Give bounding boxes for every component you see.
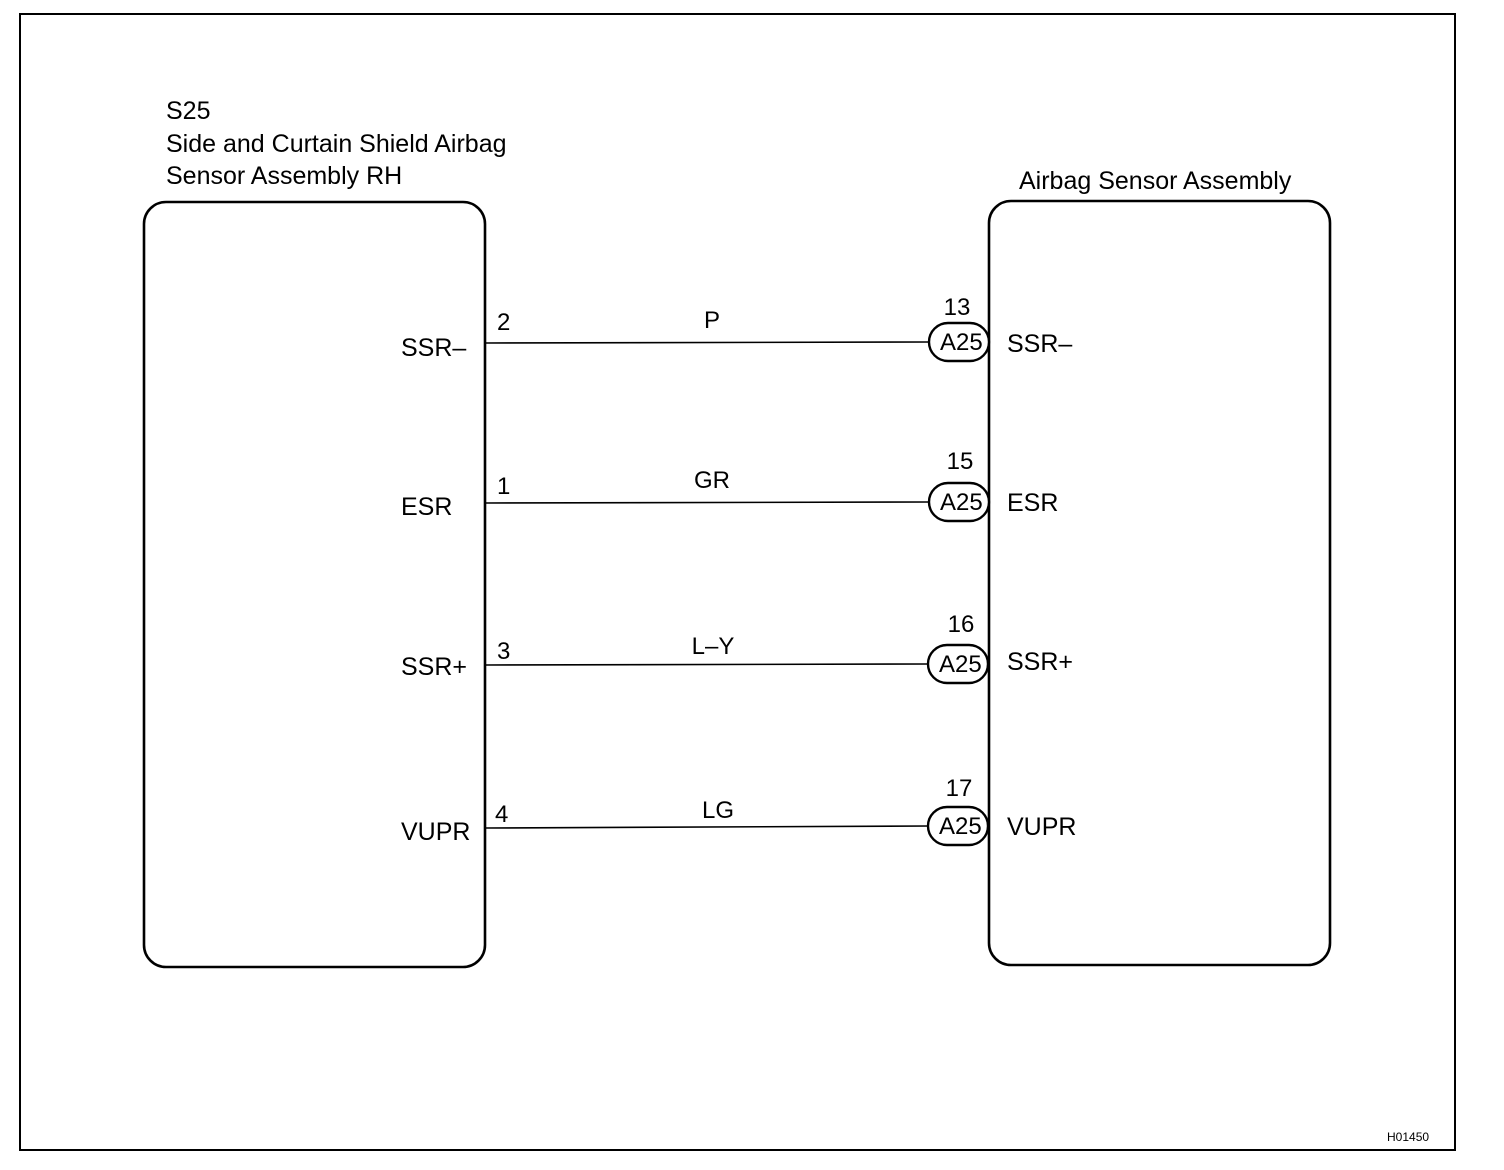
right-pin-number: 17 bbox=[946, 775, 973, 802]
diagram-frame bbox=[19, 13, 1456, 1151]
wire-color-label: L–Y bbox=[692, 633, 735, 660]
right-pin-label: VUPR bbox=[1007, 813, 1076, 841]
wire-row: ESR 1 GR 15 A25 ESR bbox=[401, 448, 1058, 523]
left-pin-number: 3 bbox=[497, 638, 510, 665]
left-pin-label: ESR bbox=[401, 493, 452, 521]
wire-color-label: GR bbox=[694, 467, 730, 494]
wire-row: SSR– 2 P 13 A25 SSR– bbox=[401, 294, 1072, 363]
wire-row: VUPR 4 LG 17 A25 VUPR bbox=[401, 775, 1076, 847]
right-pin-label: SSR+ bbox=[1007, 648, 1073, 676]
wire-line bbox=[485, 501, 931, 504]
wire-line bbox=[485, 663, 931, 666]
left-pin-number: 4 bbox=[495, 801, 508, 828]
left-component-name-line1: Side and Curtain Shield Airbag bbox=[166, 130, 507, 158]
right-component-name: Airbag Sensor Assembly bbox=[1019, 167, 1292, 195]
left-component-box bbox=[142, 200, 487, 969]
figure-code: H01450 bbox=[1387, 1130, 1429, 1144]
wire-color-label: LG bbox=[702, 797, 734, 824]
wire-line bbox=[485, 825, 931, 829]
connector-label: A25 bbox=[939, 651, 982, 678]
left-pin-label: VUPR bbox=[401, 818, 470, 846]
connector-label: A25 bbox=[939, 813, 982, 840]
connector-badge bbox=[926, 805, 990, 847]
connector-badge bbox=[927, 321, 991, 363]
right-component-box bbox=[987, 199, 1332, 967]
left-component-code: S25 bbox=[166, 97, 210, 125]
left-pin-label: SSR+ bbox=[401, 653, 467, 681]
right-pin-label: ESR bbox=[1007, 489, 1058, 517]
wire-line bbox=[485, 341, 931, 344]
wire-color-label: P bbox=[704, 307, 720, 334]
right-pin-number: 15 bbox=[947, 448, 974, 475]
left-pin-label: SSR– bbox=[401, 334, 466, 362]
left-pin-number: 1 bbox=[497, 473, 510, 500]
left-pin-number: 2 bbox=[497, 309, 510, 336]
connector-badge bbox=[927, 481, 991, 523]
wire-row: SSR+ 3 L–Y 16 A25 SSR+ bbox=[401, 611, 1073, 685]
connector-badge bbox=[926, 643, 990, 685]
connector-label: A25 bbox=[940, 489, 983, 516]
right-pin-label: SSR– bbox=[1007, 330, 1072, 358]
connector-label: A25 bbox=[940, 329, 983, 356]
right-pin-number: 16 bbox=[948, 611, 975, 638]
left-component-name-line2: Sensor Assembly RH bbox=[166, 162, 402, 190]
right-pin-number: 13 bbox=[944, 294, 971, 321]
